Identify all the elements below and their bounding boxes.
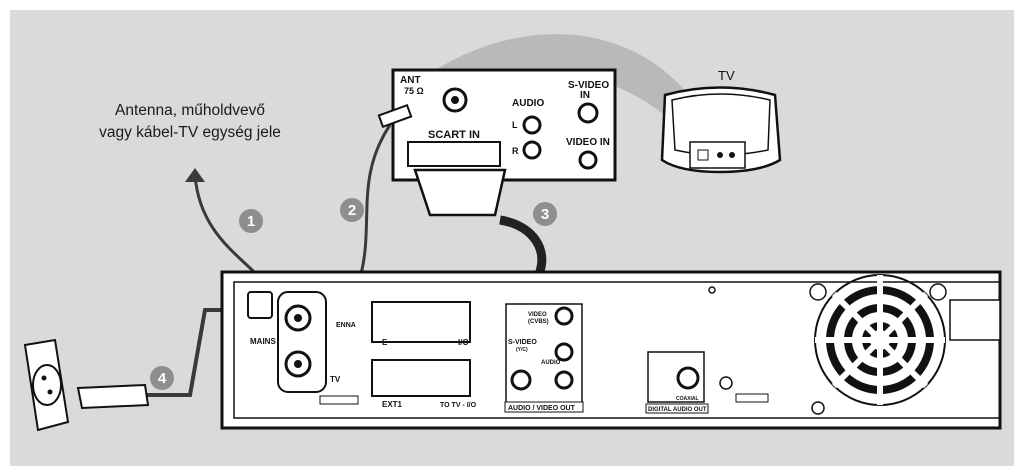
tv-rear-panel: ANT 75 Ω AUDIO L R S-VIDEO IN VIDEO IN S… bbox=[391, 68, 617, 182]
ext1-label: EXT1 bbox=[382, 400, 403, 409]
tv-audio-l-label: L bbox=[512, 120, 518, 130]
video-cvbs-socket bbox=[554, 306, 574, 326]
tv-svideo-label-1: S-VIDEO bbox=[568, 80, 609, 91]
ext2-label: E bbox=[382, 338, 388, 347]
caption-line-2: vagy kábel-TV egység jele bbox=[99, 124, 281, 141]
audio-l-socket bbox=[554, 342, 574, 362]
tv-svideo-label-2: IN bbox=[580, 90, 590, 101]
to-tv-label: TO TV - I/O bbox=[440, 402, 477, 409]
ext1-scart-socket bbox=[371, 359, 471, 397]
recorder-antenna-label: ENNA bbox=[336, 322, 356, 329]
wall-socket bbox=[23, 338, 70, 432]
tv-scart-label: SCART IN bbox=[428, 129, 480, 141]
coaxial-socket bbox=[676, 366, 700, 390]
tv-label: TV bbox=[718, 68, 735, 83]
tv-set: TV bbox=[660, 68, 782, 174]
recorder-rear-panel: MAINS ENNA TV E I/O EXT1 TO TV - I/O VID… bbox=[220, 270, 1002, 430]
recorder-tv-label: TV bbox=[330, 375, 341, 384]
step-badge-1: 1 bbox=[239, 209, 263, 233]
ext2-scart-socket bbox=[371, 301, 471, 343]
step-number-2: 2 bbox=[348, 202, 356, 219]
caption-line-1: Antenna, műholdvevő bbox=[115, 102, 265, 119]
step-number-3: 3 bbox=[541, 206, 549, 223]
cooling-fan-icon bbox=[814, 274, 946, 406]
ext2-io-label: I/O bbox=[458, 338, 469, 347]
coaxial-label: COAXIAL bbox=[676, 396, 699, 402]
tv-connection-swoosh bbox=[420, 34, 700, 140]
antenna-arrow-icon bbox=[185, 168, 205, 182]
tv-svideo-socket bbox=[577, 102, 599, 124]
mains-plug bbox=[76, 383, 150, 410]
svideo-label-2: (Y/C) bbox=[516, 347, 528, 353]
audio-r-socket bbox=[554, 370, 574, 390]
step-number-4: 4 bbox=[158, 370, 167, 387]
tv-audio-r-label: R bbox=[512, 146, 519, 156]
tv-audio-l-socket bbox=[522, 115, 542, 135]
video-cvbs-label-1: VIDEO bbox=[528, 312, 547, 318]
ant-label: ANT bbox=[400, 75, 421, 86]
digital-audio-out-label: DIGITAL AUDIO OUT bbox=[648, 407, 707, 413]
svideo-label-1: S-VIDEO bbox=[508, 339, 537, 346]
tv-scart-socket bbox=[407, 141, 501, 167]
av-audio-label: AUDIO bbox=[541, 360, 561, 366]
step-number-1: 1 bbox=[247, 213, 255, 230]
mains-inlet bbox=[247, 291, 273, 319]
tv-audio-label: AUDIO bbox=[512, 98, 544, 109]
ant-impedance-label: 75 Ω bbox=[404, 86, 424, 96]
step-badge-4: 4 bbox=[150, 366, 174, 390]
tv-scart-plug bbox=[413, 168, 507, 217]
tv-video-in-label: VIDEO IN bbox=[566, 137, 610, 148]
antenna-source-caption: Antenna, műholdvevő vagy kábel-TV egység… bbox=[60, 100, 320, 144]
svideo-socket bbox=[510, 369, 532, 391]
mains-label: MAINS bbox=[250, 337, 276, 346]
step-badge-2: 2 bbox=[340, 198, 364, 222]
step-badge-3: 3 bbox=[533, 202, 557, 226]
tv-audio-r-socket bbox=[522, 140, 542, 160]
tv-video-in-socket bbox=[578, 150, 598, 170]
audio-video-out-label: AUDIO / VIDEO OUT bbox=[508, 405, 576, 412]
video-cvbs-label-2: (CVBS) bbox=[528, 319, 549, 325]
